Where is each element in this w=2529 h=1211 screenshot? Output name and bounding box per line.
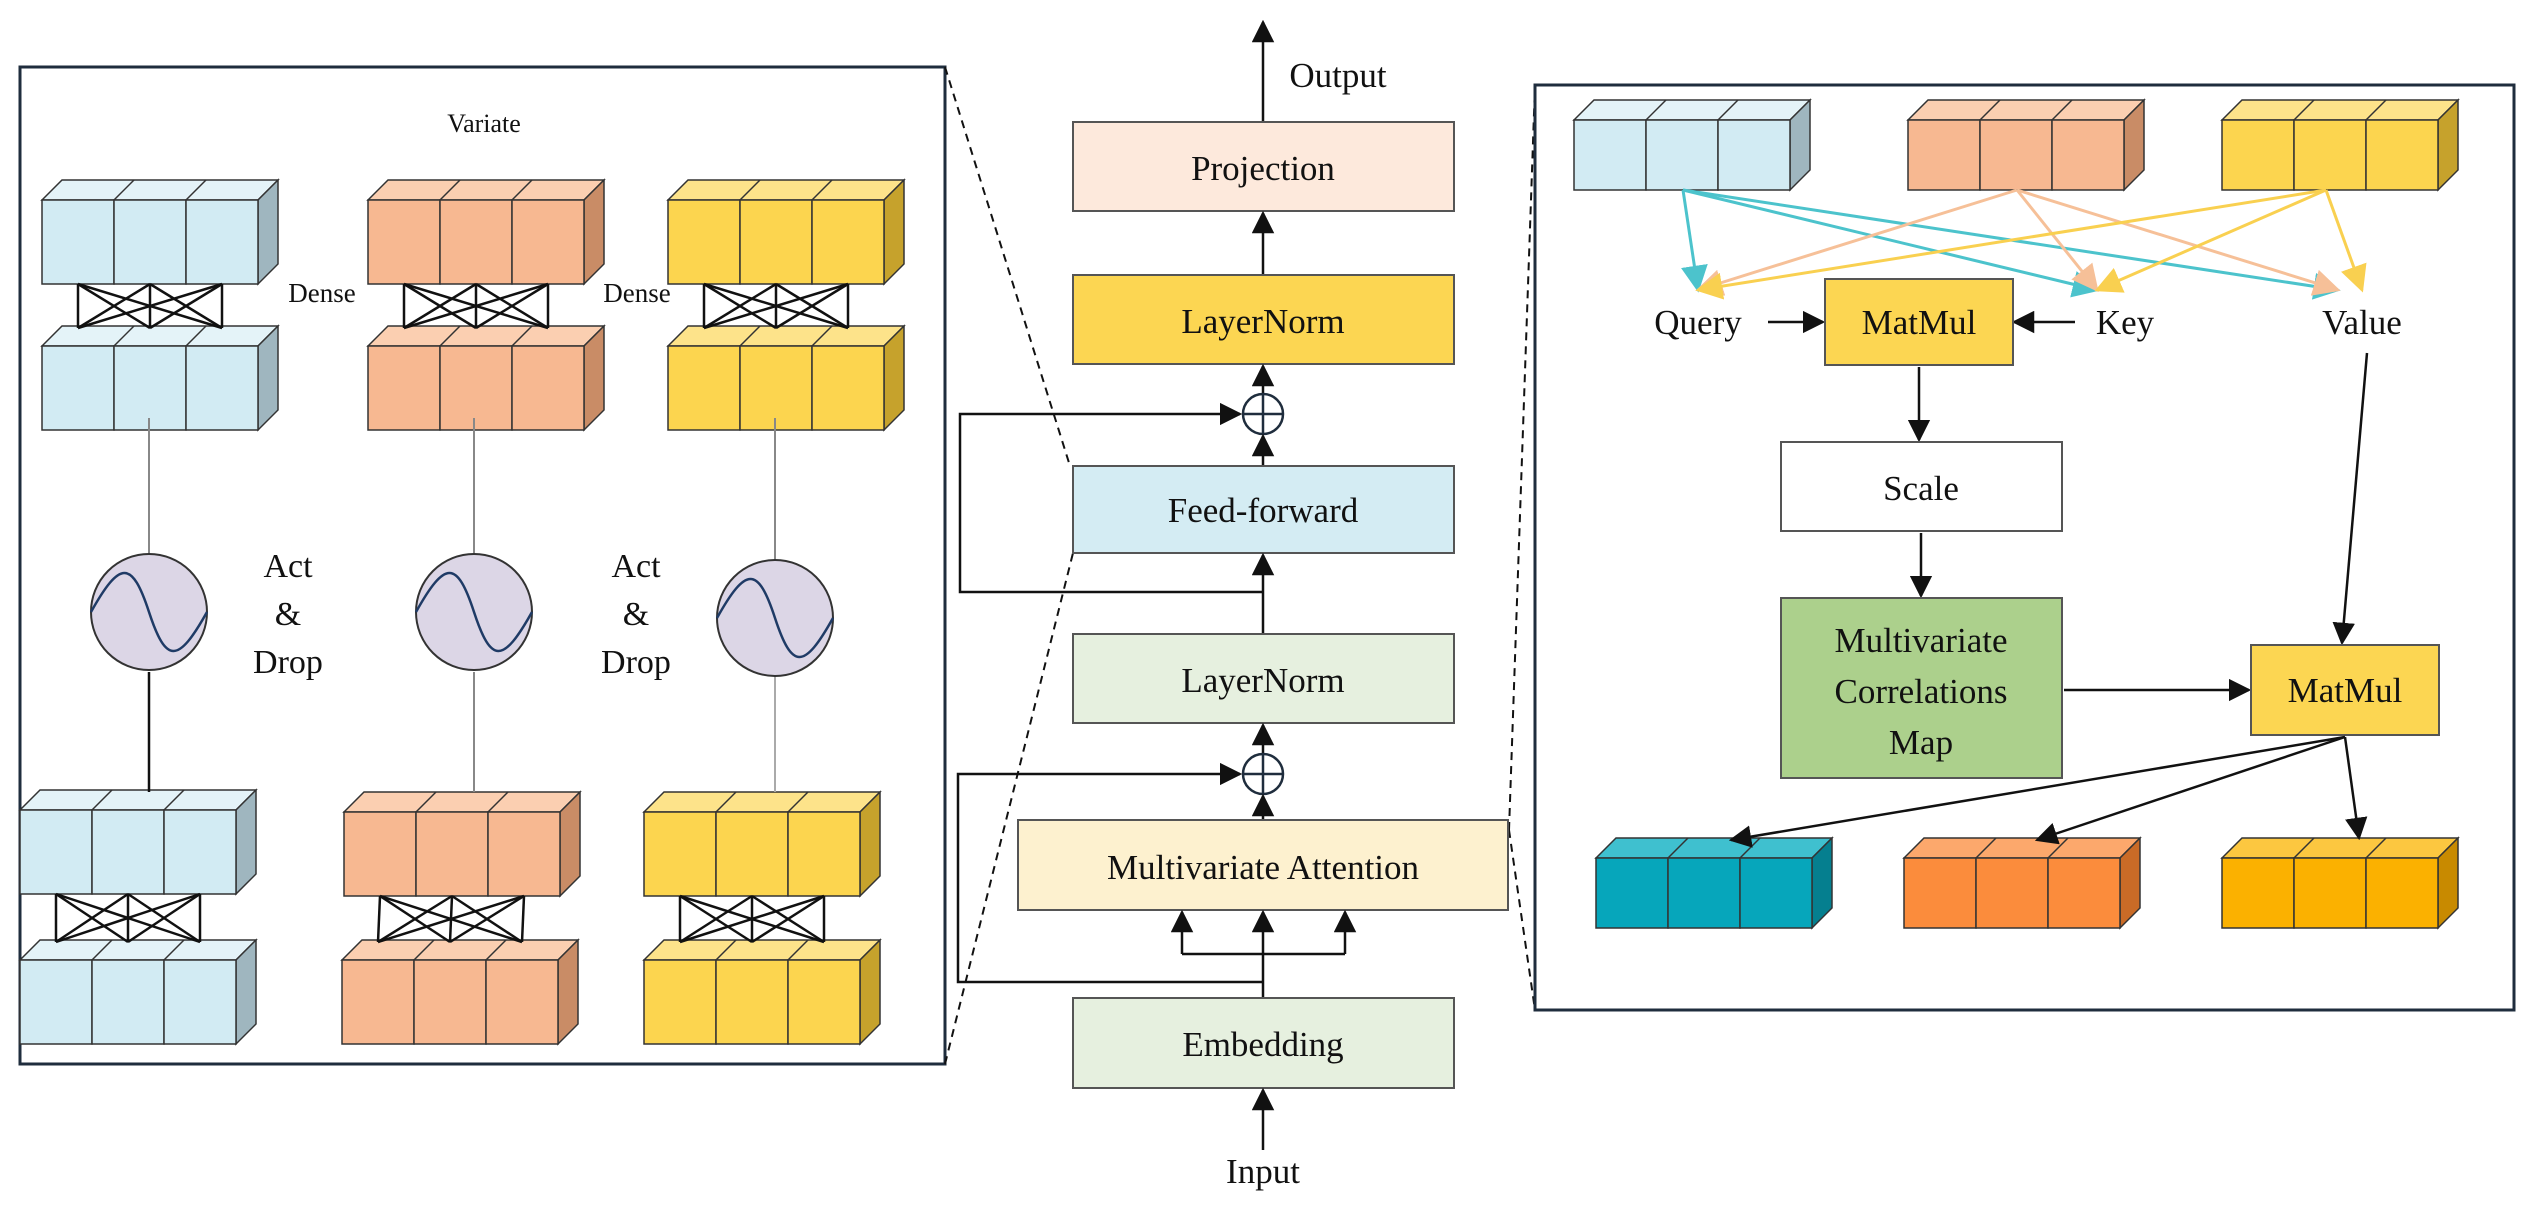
projection-label: Projection	[1191, 149, 1335, 188]
matmul-top-block	[1824, 278, 2014, 366]
cube-output-teal	[1594, 836, 1834, 930]
svg-text:Drop: Drop	[601, 644, 671, 681]
zoom-guide-lines	[944, 66, 1536, 1065]
scale-label: Scale	[1883, 469, 1959, 508]
activation-circle-3	[715, 559, 835, 677]
cube-yellow-row4	[642, 938, 882, 1046]
svg-text:Act: Act	[611, 548, 661, 585]
cube-yellow-row3	[642, 790, 882, 898]
value-label: Value	[2322, 303, 2402, 342]
activation-circle-2	[414, 553, 534, 671]
cube-output-amber	[2220, 836, 2460, 930]
feed-forward-block	[1072, 465, 1455, 554]
cube-salmon-row2	[366, 324, 606, 432]
cube-key-token	[1906, 98, 2146, 192]
cube-value-token	[2220, 98, 2460, 192]
multivariate-attention-label: Multivariate Attention	[1107, 848, 1419, 887]
feed-forward-detail-panel: Variate Dense Dense Act & Drop	[18, 65, 947, 1066]
scale-block	[1780, 441, 2063, 532]
svg-text:Drop: Drop	[253, 644, 323, 681]
layernorm-label: LayerNorm	[1181, 661, 1344, 700]
projection-block	[1072, 121, 1455, 212]
variate-label: Variate	[447, 109, 521, 138]
correlations-map-line3: Map	[1889, 723, 1953, 762]
matmul-top-label: MatMul	[1862, 303, 1977, 342]
act-drop-label-1: Act & Drop	[253, 548, 323, 681]
multivariate-attention-block	[1017, 819, 1509, 911]
dense-blue-top	[76, 282, 224, 330]
query-label: Query	[1654, 303, 1742, 342]
feed-forward-label: Feed-forward	[1168, 491, 1359, 530]
layernorm-top-label: LayerNorm	[1181, 302, 1344, 341]
transformer-block: Output Projection LayerNorm Feed-forward…	[956, 19, 1509, 1191]
cube-blue-row1	[40, 178, 280, 286]
activation-circle-1	[89, 553, 209, 671]
output-label: Output	[1289, 56, 1387, 95]
key-label: Key	[2096, 303, 2155, 342]
cube-salmon-row4	[340, 938, 580, 1046]
residual-add-bottom	[1241, 752, 1285, 796]
layernorm-block	[1072, 633, 1455, 724]
right-token-cubes	[1572, 98, 2460, 930]
matmul-bottom-block	[2250, 644, 2440, 736]
dense-connections	[54, 282, 850, 944]
dense-salmon-top	[402, 282, 550, 330]
correlations-map-line1: Multivariate	[1834, 621, 2007, 660]
dense-label-2: Dense	[603, 278, 670, 308]
correlations-map-line2: Correlations	[1834, 672, 2007, 711]
input-label: Input	[1226, 1152, 1300, 1191]
cube-blue-row4	[18, 938, 258, 1046]
dense-salmon-bottom	[376, 894, 526, 944]
cube-blue-row3	[18, 788, 258, 896]
cube-output-orange	[1902, 836, 2142, 930]
dense-label-1: Dense	[288, 278, 355, 308]
dense-yellow-top	[702, 282, 850, 330]
qkv-routing-arrows	[1681, 188, 2367, 300]
cube-salmon-row3	[342, 790, 582, 898]
cube-yellow-row1	[666, 178, 906, 286]
cube-blue-row2	[40, 324, 280, 432]
svg-text:&: &	[275, 596, 301, 633]
residual-add-top	[1241, 392, 1285, 436]
dense-yellow-bottom	[678, 894, 826, 944]
matmul-bottom-label: MatMul	[2288, 671, 2403, 710]
dense-blue-bottom	[54, 892, 202, 944]
correlations-map-block	[1780, 597, 2063, 779]
cube-query-token	[1572, 98, 1812, 192]
act-drop-label-2: Act & Drop	[601, 548, 671, 681]
svg-text:Act: Act	[263, 548, 313, 585]
attention-detail-panel: Query Key Value MatMul Scale Multivariat…	[1533, 83, 2516, 1012]
embedding-label: Embedding	[1182, 1025, 1343, 1064]
svg-text:&: &	[623, 596, 649, 633]
cube-yellow-row2	[666, 324, 906, 432]
cube-salmon-row1	[366, 178, 606, 286]
embedding-block	[1072, 997, 1455, 1089]
